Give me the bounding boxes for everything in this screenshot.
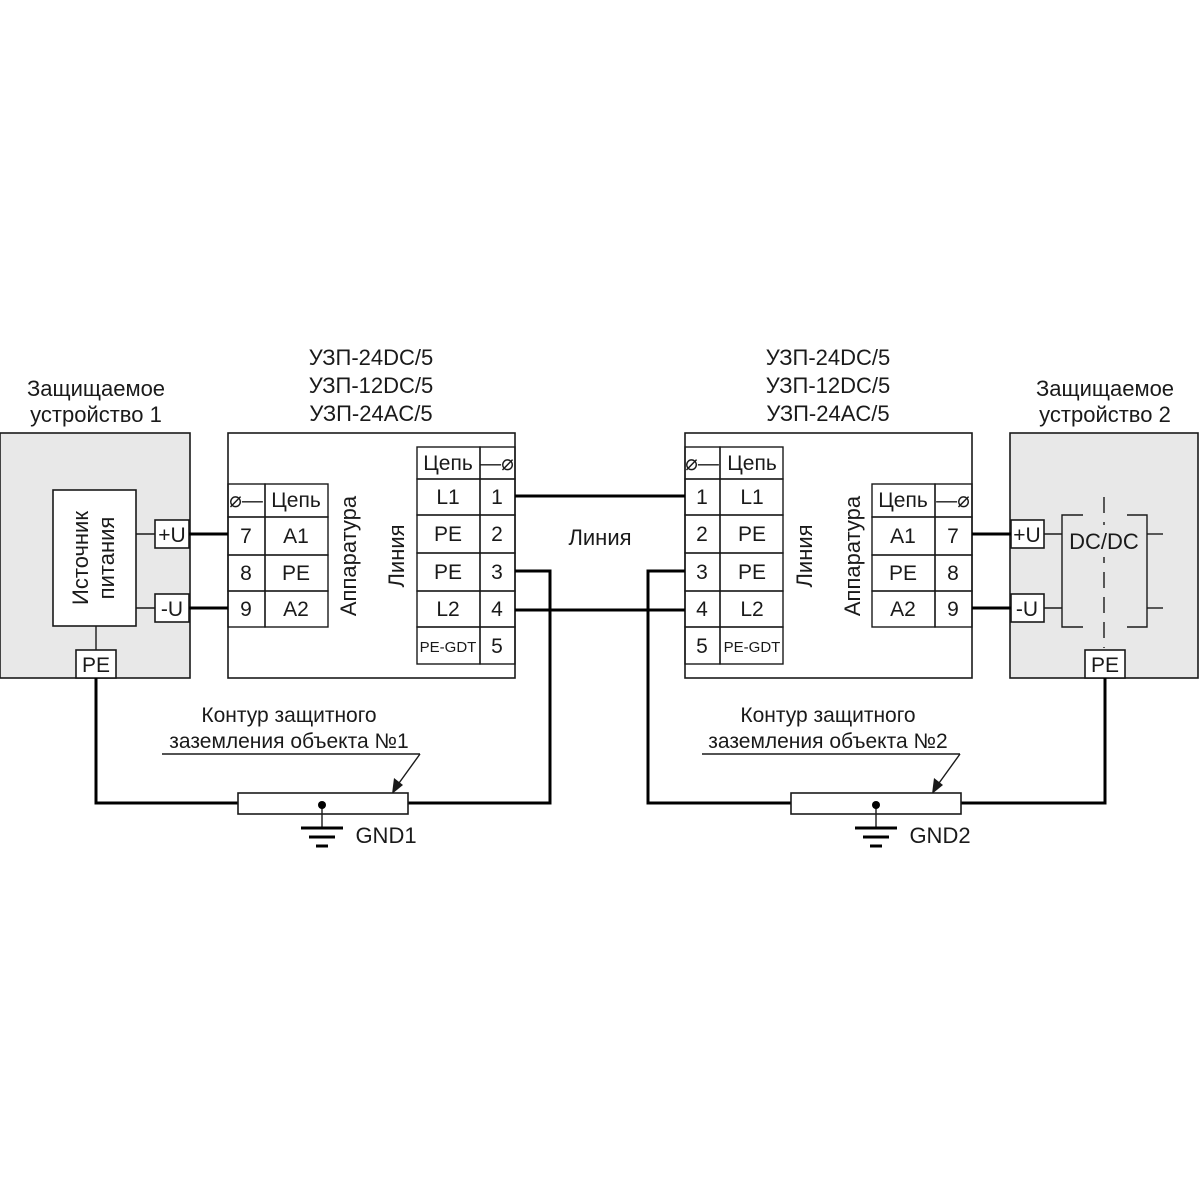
spd1-line-terminal-4-num: 4: [491, 598, 503, 621]
wire-spd2-pe-to-gnd2: [646, 569, 791, 805]
spd2-eq-terminal-symbol: —⌀: [936, 489, 970, 512]
spd1-line-header-circuit: Цепь: [423, 452, 473, 475]
dc-dc-converter: DC/DC: [1061, 497, 1163, 648]
spd2-line-terminal-2-num: 2: [696, 523, 708, 546]
device1-minus-label: -U: [161, 598, 183, 621]
device1-title-line2: устройство 1: [30, 402, 162, 427]
device1-title-line1: Защищаемое: [27, 376, 165, 401]
spd1-eq-terminal-9-num: 9: [240, 598, 252, 621]
spd1-line-terminal-5-circuit: PE-GDT: [420, 639, 477, 656]
spd1-line-terminal-3-num: 3: [491, 561, 503, 584]
spd1-eq-terminal-symbol: ⌀—: [229, 489, 263, 512]
protected-device-1: Защищаемое устройство 1 Источник питания…: [0, 376, 191, 679]
wire-spd1-pe-to-gnd1: [408, 569, 552, 805]
spd1-model-2: УЗП-12DC/5: [309, 373, 434, 398]
spd1-line-terminal-4-circuit: L2: [436, 598, 459, 621]
protected-device-2: Защищаемое устройство 2 +U -U DC/DC PE: [1009, 376, 1199, 679]
spd1-line-terminal-5-num: 5: [491, 635, 503, 658]
spd1-model-1: УЗП-24DC/5: [309, 345, 434, 370]
spd1-line-terminal-3-circuit: PE: [434, 561, 462, 584]
spd1-line-terminal-table: Цепь —⌀ L1 1 PE 2 PE 3 L2 4 PE-GDT 5: [416, 446, 516, 665]
spd1-eq-terminal-7-circuit: A1: [283, 525, 309, 548]
spd2-eq-terminal-7-num: 7: [947, 525, 959, 548]
spd2-equipment-terminal-table: Цепь —⌀ A1 7 PE 8 A2 9: [871, 483, 973, 628]
spd1-line-terminal-1-num: 1: [491, 486, 503, 509]
spd2-line-terminal-1-num: 1: [696, 486, 708, 509]
ground1-symbol-icon: [301, 826, 343, 848]
power-supply-label-line1: Источник: [68, 511, 93, 605]
spd2-line-label: Линия: [792, 524, 817, 587]
power-supply-label-line2: питания: [94, 517, 119, 600]
spd1-model-3: УЗП-24AC/5: [309, 401, 432, 426]
ground1-caption-line2: заземления объекта №1: [169, 730, 408, 753]
spd2-eq-terminal-9-circuit: A2: [890, 598, 916, 621]
spd1-line-terminal-2-circuit: PE: [434, 523, 462, 546]
spd2-line-terminal-4-circuit: L2: [740, 598, 763, 621]
spd1-eq-header-circuit: Цепь: [271, 489, 321, 512]
spd2-eq-terminal-7-circuit: A1: [890, 525, 916, 548]
ground2-label: GND2: [909, 823, 970, 848]
spd2-eq-header-circuit: Цепь: [878, 489, 928, 512]
spd-module-2: УЗП-24DC/5 УЗП-12DC/5 УЗП-24AC/5 ⌀— Цепь…: [684, 345, 973, 679]
spd2-line-terminal-symbol: ⌀—: [685, 452, 719, 475]
spd2-equipment-label: Аппаратура: [840, 495, 865, 616]
spd1-line-label: Линия: [384, 524, 409, 587]
spd2-line-terminal-1-circuit: L1: [740, 486, 763, 509]
spd2-eq-terminal-9-num: 9: [947, 598, 959, 621]
ground1-arrow-icon: [392, 778, 403, 794]
spd1-eq-terminal-9-circuit: A2: [283, 598, 309, 621]
spd2-model-2: УЗП-12DC/5: [766, 373, 891, 398]
power-supply-box: [52, 489, 137, 627]
ground-loop-1: Контур защитного заземления объекта №1 G…: [162, 704, 421, 848]
ground2-caption-line2: заземления объекта №2: [708, 730, 947, 753]
device1-plus-label: +U: [158, 524, 185, 547]
wire-device2-pe-to-gnd2: [961, 678, 1107, 805]
spd-module-1: УЗП-24DC/5 УЗП-12DC/5 УЗП-24AC/5 ⌀— Цепь…: [227, 345, 516, 679]
line-label: Линия: [568, 525, 631, 550]
ground1-caption-line1: Контур защитного: [201, 704, 376, 727]
ground2-symbol-icon: [855, 826, 897, 848]
spd1-equipment-terminal-table: ⌀— Цепь 7 A1 8 PE 9 A2: [227, 483, 329, 628]
spd2-line-terminal-3-num: 3: [696, 561, 708, 584]
spd1-line-terminal-symbol: —⌀: [480, 452, 514, 475]
wire-device1-pe-to-gnd1: [94, 678, 238, 805]
ground-loop-2: Контур защитного заземления объекта №2 G…: [702, 704, 971, 848]
device2-title-line1: Защищаемое: [1036, 376, 1174, 401]
spd2-eq-terminal-8-num: 8: [947, 562, 959, 585]
spd1-eq-terminal-7-num: 7: [240, 525, 252, 548]
spd2-line-terminal-4-num: 4: [696, 598, 708, 621]
device1-pe-label: PE: [82, 654, 110, 677]
device2-title-line2: устройство 2: [1039, 402, 1171, 427]
device2-minus-label: -U: [1016, 598, 1038, 621]
spd1-eq-terminal-8-num: 8: [240, 562, 252, 585]
spd2-line-terminal-3-circuit: PE: [738, 561, 766, 584]
ground1-label: GND1: [355, 823, 416, 848]
spd2-line-terminal-5-num: 5: [696, 635, 708, 658]
spd2-model-1: УЗП-24DC/5: [766, 345, 891, 370]
ground2-caption-line1: Контур защитного: [740, 704, 915, 727]
spd1-line-terminal-1-circuit: L1: [436, 486, 459, 509]
device2-plus-label: +U: [1013, 524, 1040, 547]
spd1-equipment-label: Аппаратура: [336, 495, 361, 616]
spd2-line-terminal-2-circuit: PE: [738, 523, 766, 546]
spd2-line-header-circuit: Цепь: [727, 452, 777, 475]
ground2-arrow-icon: [932, 778, 943, 794]
device2-pe-label: PE: [1091, 654, 1119, 677]
spd2-eq-terminal-8-circuit: PE: [889, 562, 917, 585]
spd2-line-terminal-table: ⌀— Цепь 1 L1 2 PE 3 PE 4 L2 5 PE-GDT: [684, 446, 784, 665]
wires: [94, 494, 1107, 805]
dc-dc-label: DC/DC: [1069, 529, 1139, 554]
spd1-eq-terminal-8-circuit: PE: [282, 562, 310, 585]
spd1-line-terminal-2-num: 2: [491, 523, 503, 546]
spd2-model-3: УЗП-24AC/5: [766, 401, 889, 426]
spd2-line-terminal-5-circuit: PE-GDT: [724, 639, 781, 656]
